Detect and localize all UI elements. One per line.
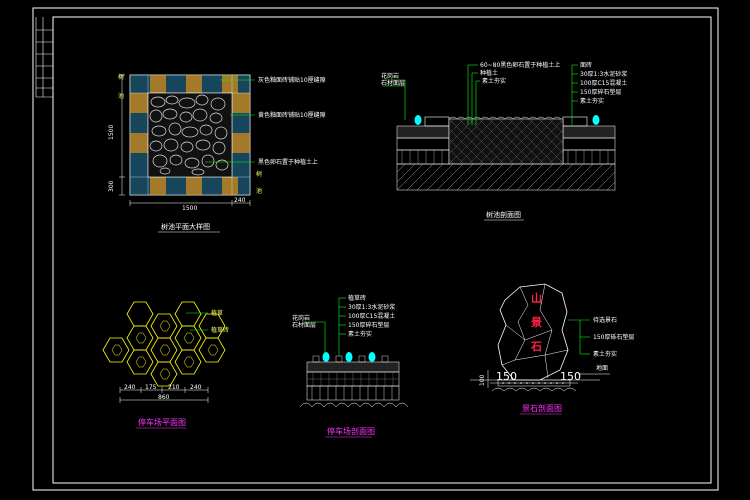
section-layer-3: 100厚C15混凝土 [580, 79, 627, 87]
rock-dim-height: 100 [479, 374, 486, 386]
paver-plan-title: 停车场平面图 [138, 417, 186, 427]
plan-right-label-b: 池 [256, 187, 262, 195]
paver-callout-grass: 植草 [211, 309, 223, 317]
rock-callout-stone: 待选景石 [593, 316, 617, 324]
rock-dim-left: 150 [496, 370, 517, 383]
paver-dim-1: 240 [124, 384, 136, 391]
plan-callout-yellow-tile: 黄色釉面砖铺贴10厘缝隙 [258, 111, 326, 119]
rock-dim-right: 150 [560, 370, 581, 383]
rock-section: 山 景 石 待选景石 150厚砾石垫层 素土夯实 地面 150 150 100 [470, 283, 634, 415]
section-layer-1: 面砖 [580, 61, 592, 69]
paver-section-title: 停车场剖面图 [327, 426, 375, 436]
pebble-area [147, 92, 233, 178]
paver-section-layer-5: 素土夯实 [348, 330, 372, 338]
cyan-marker-right [592, 115, 600, 125]
section-left-label-1: 花岗岩 [381, 72, 399, 80]
paver-section-left-1: 花岗岩 [292, 314, 310, 322]
section-left-label-2: 石材面层 [381, 79, 405, 87]
paver-section-layer-4: 150厚碎石垫层 [348, 321, 389, 329]
paving-tiles [130, 75, 250, 195]
plan-right-label-a: 树 [256, 170, 262, 178]
plan-left-label-b: 池 [118, 92, 124, 100]
tree-pit-section: 60~80黑色卵石置于种植土上 种植土 素土夯实 面砖 30厚1:3水泥砂浆 1… [381, 61, 627, 221]
paver-dim-lines [119, 387, 209, 403]
plan-title: 树池平面大样图 [161, 222, 210, 231]
paver-plan-inner [111, 320, 219, 380]
title-strip [35, 17, 53, 98]
plan-left-label-a: 树 [118, 73, 124, 81]
pebbles [149, 94, 229, 176]
paver-callout-block: 植草砖 [211, 326, 229, 334]
paver-section-layer-1: 植草砖 [348, 294, 366, 302]
rock-char-3: 石 [530, 340, 542, 353]
paver-dim-3: 210 [168, 384, 180, 391]
section-layer-4: 150厚碎石垫层 [580, 88, 621, 96]
rock-callout-soil: 素土夯实 [593, 350, 617, 358]
tree-pit-plan: 灰色釉面砖铺贴10厘缝隙 黄色釉面砖铺贴10厘缝隙 黑色卵石置于种植土上 树 池… [108, 73, 326, 233]
section-layer-5: 素土夯实 [580, 97, 604, 105]
paver-dim-2: 175 [145, 384, 157, 391]
inner-border [52, 16, 712, 484]
paver-dim-4: 240 [190, 384, 202, 391]
rock-char-2: 景 [530, 316, 542, 329]
rock-callout-ground: 地面 [596, 364, 608, 372]
plan-dim-small: 300 [108, 180, 115, 192]
paver-plan [102, 301, 226, 387]
section-callout-compact: 素土夯实 [482, 77, 506, 85]
section-title: 树池剖面图 [486, 210, 521, 219]
rock-callout-gravel: 150厚砾石垫层 [593, 333, 634, 341]
plan-dim-width: 1500 [182, 205, 197, 212]
plan-callout-grey-tile: 灰色釉面砖铺贴10厘缝隙 [258, 76, 326, 84]
section-callout-soil: 种植土 [480, 69, 498, 77]
outer-border [32, 7, 719, 491]
paver-section-left-2: 石材面层 [292, 321, 316, 329]
rock-char-1: 山 [531, 291, 542, 305]
paver-dim-total: 860 [158, 394, 170, 401]
section-callout-pebble: 60~80黑色卵石置于种植土上 [480, 61, 560, 69]
plan-dim-height: 1500 [108, 125, 115, 140]
paver-section-layer-3: 100厚C15混凝土 [348, 312, 395, 320]
section-layer-2: 30厚1:3水泥砂浆 [580, 70, 627, 78]
cyan-marker-left [414, 115, 422, 125]
paver-section: 植草砖 30厚1:3水泥砂浆 100厚C15混凝土 150厚碎石垫层 素土夯实 … [292, 294, 409, 438]
plan-dim-right: 240 [234, 197, 246, 204]
paver-section-layer-2: 30厚1:3水泥砂浆 [348, 303, 395, 311]
plan-callout-pebble: 黑色卵石置于种植土上 [258, 158, 318, 166]
rock-title: 景石剖面图 [522, 403, 562, 413]
